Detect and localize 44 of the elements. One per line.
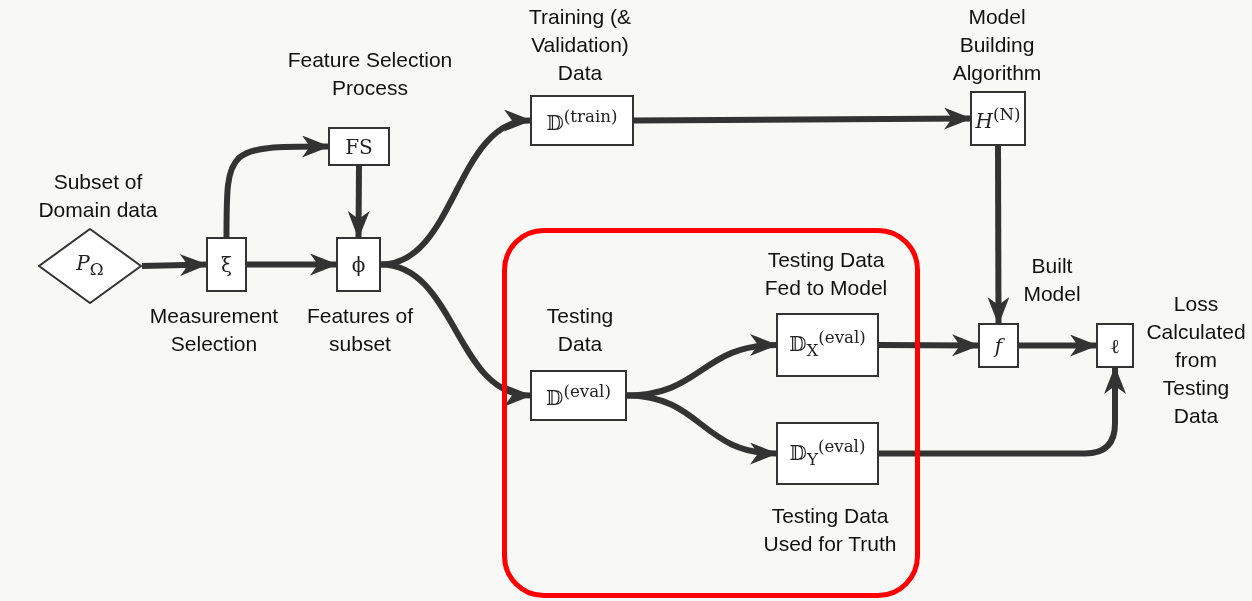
node-caption: Measurement Selection	[148, 303, 280, 357]
arrow	[1019, 334, 1098, 357]
highlight-region	[502, 228, 920, 598]
node-caption: Built Model	[1022, 253, 1082, 307]
diamond-node	[38, 228, 142, 304]
node-caption: Testing Data Used for Truth	[762, 503, 898, 557]
node-caption: Subset of Domain data	[37, 169, 159, 223]
math-symbol: P$_{Ω}$	[76, 253, 104, 279]
math-symbol: H$^{(N)}$	[975, 106, 1021, 131]
process-box	[776, 422, 879, 485]
node-caption: Testing Data Fed to Model	[763, 247, 889, 301]
math-symbol: FS	[345, 136, 373, 157]
arrow	[634, 107, 972, 130]
process-box	[1096, 323, 1134, 368]
math-symbol: ξ	[221, 254, 232, 275]
node-caption: Training (& Validation) Data	[528, 4, 632, 86]
arrow	[879, 366, 1126, 457]
node-caption: Testing Data	[545, 303, 615, 357]
math-symbol: 𝔻$^{(train)}$	[546, 108, 618, 133]
arrow	[626, 392, 778, 463]
arrow	[141, 254, 208, 277]
arrow	[223, 135, 330, 237]
process-box	[336, 237, 381, 292]
node-caption: Features of subset	[305, 303, 415, 357]
arrow	[626, 335, 778, 399]
process-box	[328, 127, 390, 166]
process-box	[206, 237, 247, 292]
process-box	[530, 95, 634, 146]
node-caption: Feature Selection Process	[286, 47, 454, 101]
arrow	[879, 334, 980, 357]
math-symbol: ϕ	[351, 254, 366, 275]
node-caption: Loss Calculated from Testing Data	[1145, 291, 1247, 429]
math-symbol: f	[994, 335, 1003, 356]
node-caption: Model Building Algorithm	[951, 4, 1043, 86]
arrow	[347, 165, 370, 239]
math-symbol: 𝔻$^{(eval)}$	[546, 383, 611, 408]
process-box	[978, 323, 1019, 368]
math-symbol: ℓ	[1110, 335, 1120, 356]
process-box	[970, 91, 1026, 146]
arrow	[380, 261, 532, 403]
process-box	[776, 313, 879, 377]
arrow	[987, 146, 1010, 325]
process-box	[530, 370, 627, 421]
arrow	[247, 253, 338, 276]
